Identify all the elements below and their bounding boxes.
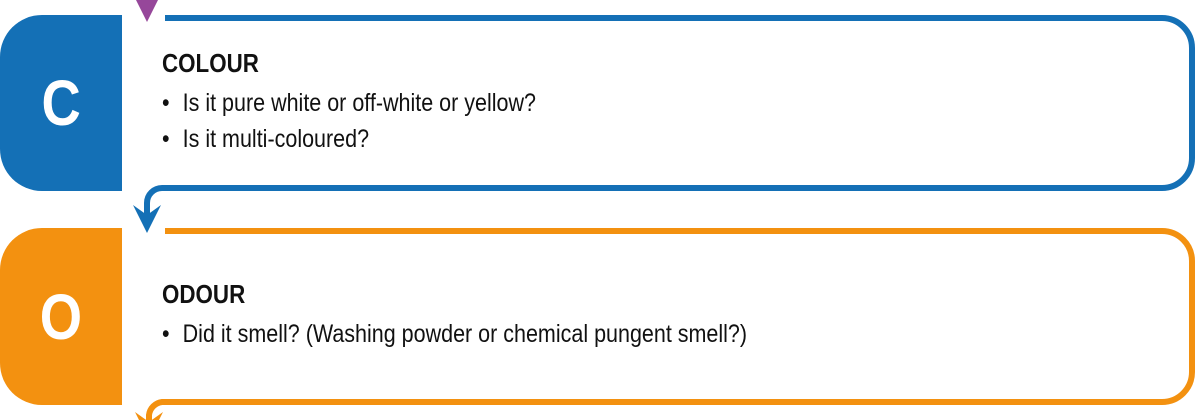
step-letter-tile-c: C	[0, 15, 122, 191]
colour-box-outline	[144, 15, 1195, 222]
odour-box-outline	[146, 228, 1195, 420]
step-title: ODOUR	[162, 279, 246, 309]
step-letter-tile-o: O	[0, 228, 122, 405]
step-letter: O	[39, 280, 83, 353]
bullet-item: Did it smell? (Washing powder or chemica…	[162, 316, 747, 352]
down-arrow-icon	[135, 412, 163, 420]
bullet-item: Is it multi-coloured?	[162, 121, 536, 157]
step-odour: ODOUR Did it smell? (Washing powder or c…	[162, 279, 747, 352]
incoming-arrow-icon	[136, 0, 158, 22]
down-arrow-icon	[133, 205, 161, 233]
bullet-item: Is it pure white or off-white or yellow?	[162, 85, 536, 121]
step-colour: COLOUR Is it pure white or off-white or …	[162, 48, 536, 157]
step-title: COLOUR	[162, 48, 259, 78]
step-letter: C	[41, 67, 81, 139]
